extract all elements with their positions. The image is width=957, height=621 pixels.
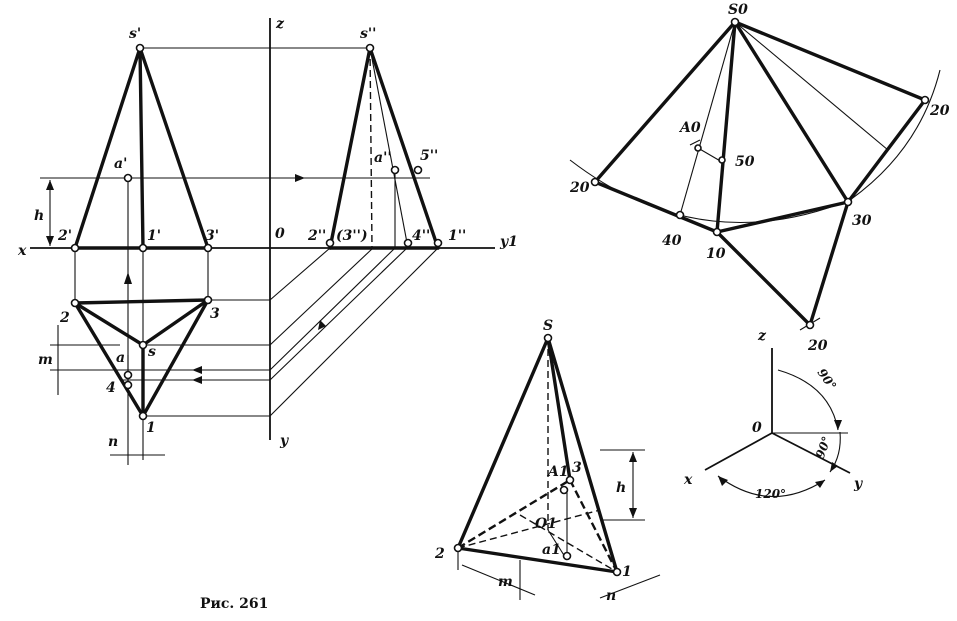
label-a-dprime: a'' [374,150,392,166]
label-n-axo: n [606,588,616,604]
orthographic-projection: z x 0 y y1 s' a' 2' 1' 3' s'' a'' 5'' 2'… [17,16,518,465]
label-30: 30 [852,213,872,229]
label-1-dprime: 1'' [448,228,466,244]
label-m: m [38,352,53,368]
label-a1: a1 [542,542,561,558]
label-40: 40 [662,233,682,249]
label-50: 50 [735,154,755,170]
label-O1: O1 [535,516,557,532]
label-s: s [148,344,156,360]
axes-diagram: z x y 0 90° 120° 90° [683,328,863,501]
label-angle-90-top: 90° [815,366,839,393]
label-m-axo: m [498,574,513,590]
label-2-axo: 2 [434,546,445,562]
label-10: 10 [706,246,726,262]
label-a: a [116,350,125,366]
development-net: S0 A0 50 20 40 10 30 20 20 [569,2,950,354]
label-angle-120: 120° [755,487,786,501]
figure-caption: Рис. 261 [200,596,268,612]
label-axis-x: x [683,472,693,488]
label-A1: A1 [546,464,569,480]
label-A0: A0 [678,120,701,136]
label-h: h [34,208,44,224]
label-20-left: 20 [569,180,590,196]
axis-x [704,432,773,471]
label-s-dprime: s'' [360,26,376,42]
label-4-dprime: 4'' [412,228,430,244]
label-x: x [17,243,27,259]
label-S0: S0 [728,2,748,18]
label-20-bottom: 20 [807,338,828,354]
label-1-prime: 1' [147,228,161,244]
label-z: z [275,16,285,32]
label-3-axo: 3 [572,460,582,476]
label-4: 4 [106,380,116,396]
axonometric-view: S A1 3 O1 a1 2 1 h m n [434,318,661,604]
label-h-axo: h [616,480,626,496]
label-3: 3 [210,306,220,322]
label-2-dprime: 2'' [307,228,326,244]
label-S: S [543,318,553,334]
label-axis-y: y [853,476,863,492]
label-s-prime: s' [129,26,141,42]
label-angle-90-side: 90° [813,434,834,460]
label-origin: 0 [275,226,285,242]
label-axis-z: z [757,328,767,344]
label-1: 1 [146,420,156,436]
label-1-axo: 1 [622,564,632,580]
label-20-right: 20 [929,103,950,119]
label-5-dprime: 5'' [420,148,438,164]
label-2: 2 [59,310,70,326]
label-y1: y1 [499,234,518,250]
label-n: n [108,434,118,450]
label-3-prime: 3' [205,228,219,244]
label-3-dprime: (3'') [336,228,368,244]
label-y: y [279,433,289,449]
label-axis-origin: 0 [752,420,762,436]
label-2-prime: 2' [57,228,72,244]
label-a-prime: a' [114,156,127,172]
